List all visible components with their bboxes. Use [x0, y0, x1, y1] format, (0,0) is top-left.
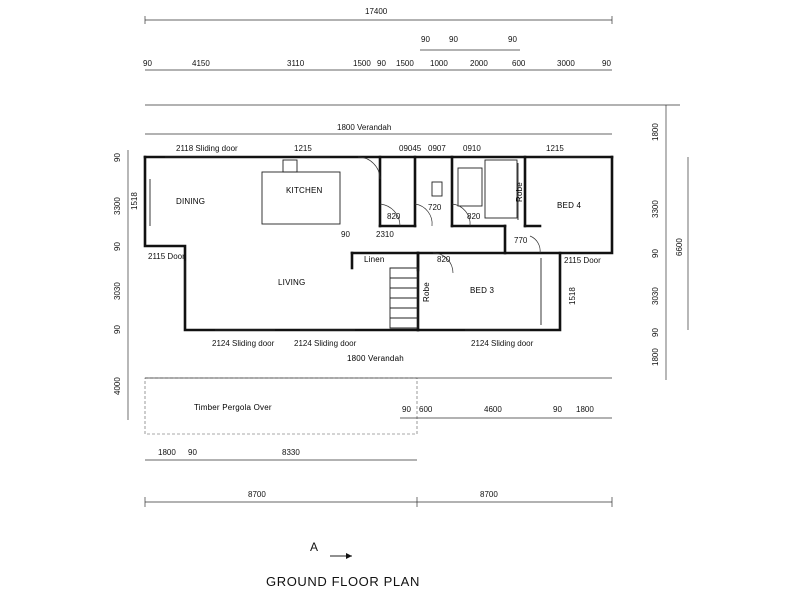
lower-dimensions: 90 600 4600 90 1800 1800 90 8330 8700 87…: [144, 405, 613, 507]
dim-770: 770: [514, 236, 528, 245]
dim-0910: 0910: [463, 144, 481, 153]
door-2115-left: 2115 Door: [148, 252, 185, 261]
low-dim-4600: 4600: [484, 405, 502, 414]
low-dim-8700-a: 8700: [248, 490, 266, 499]
right-dim-1800-bottom: 1800: [651, 348, 660, 366]
low-dim-90-a: 90: [402, 405, 411, 414]
door-labels: 2118 Sliding door 2115 Door 2115 Door 21…: [148, 144, 601, 348]
left-dim-90-b: 90: [113, 242, 122, 251]
room-dining: DINING: [176, 197, 205, 206]
timber-pergola: Timber Pergola Over: [194, 403, 272, 412]
dim-820-a: 820: [387, 212, 401, 221]
dim-3110: 3110: [287, 59, 305, 68]
right-dim-6600: 6600: [675, 238, 684, 256]
door-sliding-2118: 2118 Sliding door: [176, 144, 238, 153]
dim-90-c: 90: [508, 35, 517, 44]
dim-820-b: 820: [467, 212, 481, 221]
low-dim-90-b: 90: [553, 405, 562, 414]
left-dim-90-a: 90: [113, 153, 122, 162]
right-dim-1800-top: 1800: [651, 123, 660, 141]
dim-720: 720: [428, 203, 442, 212]
dim-1000: 1000: [430, 59, 448, 68]
dim-2310: 2310: [376, 230, 394, 239]
dim-600-top: 600: [512, 59, 526, 68]
low-dim-8330: 8330: [282, 448, 300, 457]
room-robe-bed4: Robe: [515, 182, 524, 202]
room-linen: Linen: [364, 255, 385, 264]
dim-1215-right: 1215: [546, 144, 564, 153]
low-dim-8700-b: 8700: [480, 490, 498, 499]
toilet-fixture: [431, 181, 443, 197]
dim-820-c: 820: [437, 255, 451, 264]
right-dim-90-a: 90: [651, 249, 660, 258]
pergola-zone: [144, 377, 612, 435]
door-sliding-2124-b: 2124 Sliding door: [294, 339, 357, 348]
left-dim-4000: 4000: [113, 377, 122, 395]
left-dimensions: 90 3300 90 3030 90 4000: [113, 150, 129, 420]
low-dim-1800-r: 1800: [576, 405, 594, 414]
interior-fixtures: [149, 156, 590, 331]
right-dim-3030: 3030: [651, 287, 660, 305]
low-dim-1800-l: 1800: [158, 448, 176, 457]
dim-90-b: 90: [449, 35, 458, 44]
stair: [389, 267, 419, 329]
plan-title: GROUND FLOOR PLAN: [266, 574, 420, 589]
dim-1518-right: 1518: [568, 287, 577, 305]
dim-90-a: 90: [421, 35, 430, 44]
kitchen-bench: [261, 171, 341, 225]
overall-width-dim: 17400: [365, 7, 388, 16]
dim-1500-b: 1500: [396, 59, 414, 68]
door-2115-right: 2115 Door: [564, 256, 601, 265]
low-dim-90-c: 90: [188, 448, 197, 457]
dim-09045: 09045: [399, 144, 422, 153]
dim-1518-left: 1518: [130, 192, 139, 210]
section-marker: A: [310, 540, 352, 559]
right-dim-90-b: 90: [651, 328, 660, 337]
room-kitchen: KITCHEN: [286, 186, 323, 195]
dim-3000: 3000: [557, 59, 575, 68]
dim-0907: 0907: [428, 144, 446, 153]
dim-90-left: 90: [143, 59, 152, 68]
right-dimensions: 1800 3300 90 3030 90 1800 6600: [651, 105, 689, 380]
dim-1215-left: 1215: [294, 144, 312, 153]
door-sliding-2124-c: 2124 Sliding door: [471, 339, 534, 348]
verandah-dim-top: 1800 Verandah: [337, 123, 391, 132]
verandah-bottom: 1800 Verandah: [347, 354, 404, 363]
dim-90-right: 90: [602, 59, 611, 68]
dim-4150: 4150: [192, 59, 210, 68]
room-bed4: BED 4: [557, 201, 581, 210]
left-dim-3030: 3030: [113, 282, 122, 300]
left-dim-90-c: 90: [113, 325, 122, 334]
room-labels: DINING KITCHEN LIVING BED 3 BED 4 Linen …: [176, 182, 581, 412]
section-label: A: [310, 540, 318, 554]
bathroom-fixture: [457, 167, 483, 207]
room-robe-bed3: Robe: [422, 282, 431, 302]
dim-90-d: 90: [377, 59, 386, 68]
building-walls: [143, 155, 614, 332]
room-living: LIVING: [278, 278, 305, 287]
dim-90-living: 90: [341, 230, 350, 239]
internal-dimensions: 1215 09045 0907 0910 1215 820 720 820 77…: [130, 144, 577, 305]
low-dim-600: 600: [419, 405, 433, 414]
dim-1500-a: 1500: [353, 59, 371, 68]
left-dim-3300: 3300: [113, 197, 122, 215]
right-dim-3300: 3300: [651, 200, 660, 218]
dim-2000: 2000: [470, 59, 488, 68]
door-sliding-2124-a: 2124 Sliding door: [212, 339, 275, 348]
top-dimensions: 17400 90 90 90 90 4150 3110 1500 90 1500…: [143, 7, 680, 135]
room-bed3: BED 3: [470, 286, 494, 295]
